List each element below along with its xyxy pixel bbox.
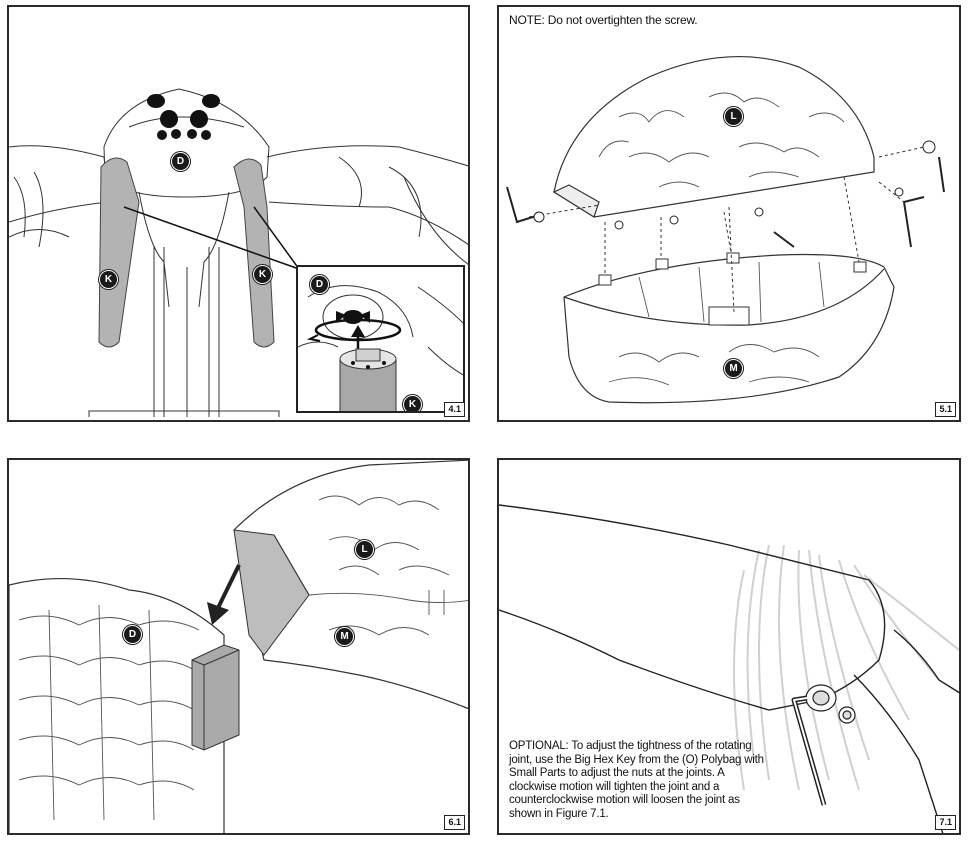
note-text: NOTE: Do not overtighten the screw.: [509, 13, 698, 27]
figure-number: 4.1: [444, 402, 465, 417]
leg-joint-illustration: [499, 504, 959, 833]
instruction-line: joint, use the Big Hex Key from the (O) …: [509, 753, 764, 766]
callout-k-left: K: [99, 270, 118, 289]
callout-k-right: K: [253, 265, 272, 284]
instruction-line: Small Parts to adjust the nuts at the jo…: [509, 767, 725, 779]
instruction-text: OPTIONAL: To adjust the tightness of the…: [509, 740, 779, 821]
figure-number: 7.1: [935, 815, 956, 830]
callout-l-shell: L: [724, 107, 743, 126]
abdomen-attach-illustration: [9, 460, 468, 833]
instruction-line: shown in Figure 7.1.: [509, 807, 609, 820]
detail-inset: D K: [296, 265, 465, 413]
instruction-line: OPTIONAL: To adjust the tightness of the…: [509, 740, 752, 752]
panel-figure-7-1: OPTIONAL: To adjust the tightness of the…: [497, 458, 961, 835]
shell-assembly-illustration: [506, 56, 945, 404]
instruction-line: counterclockwise motion will loosen the …: [509, 794, 740, 806]
figure-number: 6.1: [444, 815, 465, 830]
instruction-line: clockwise motion will tighten the joint …: [509, 780, 720, 793]
callout-m-shell: M: [724, 359, 743, 378]
callout-d-head: D: [171, 152, 190, 171]
figure-number: 5.1: [935, 402, 956, 417]
callout-d-inset: D: [310, 275, 329, 294]
spider-head-illustration: [9, 88, 468, 417]
panel-figure-4-1: D K K D K 4.1: [7, 5, 470, 422]
callout-m-abdomen: M: [335, 627, 354, 646]
panel-figure-5-1: NOTE: Do not overtighten the screw.: [497, 5, 961, 422]
callout-k-inset: K: [403, 395, 422, 411]
panel-figure-6-1: L D M 6.1: [7, 458, 470, 835]
joint-detail-illustration: [298, 285, 463, 411]
callout-d-body: D: [123, 625, 142, 644]
callout-l-abdomen: L: [355, 540, 374, 559]
